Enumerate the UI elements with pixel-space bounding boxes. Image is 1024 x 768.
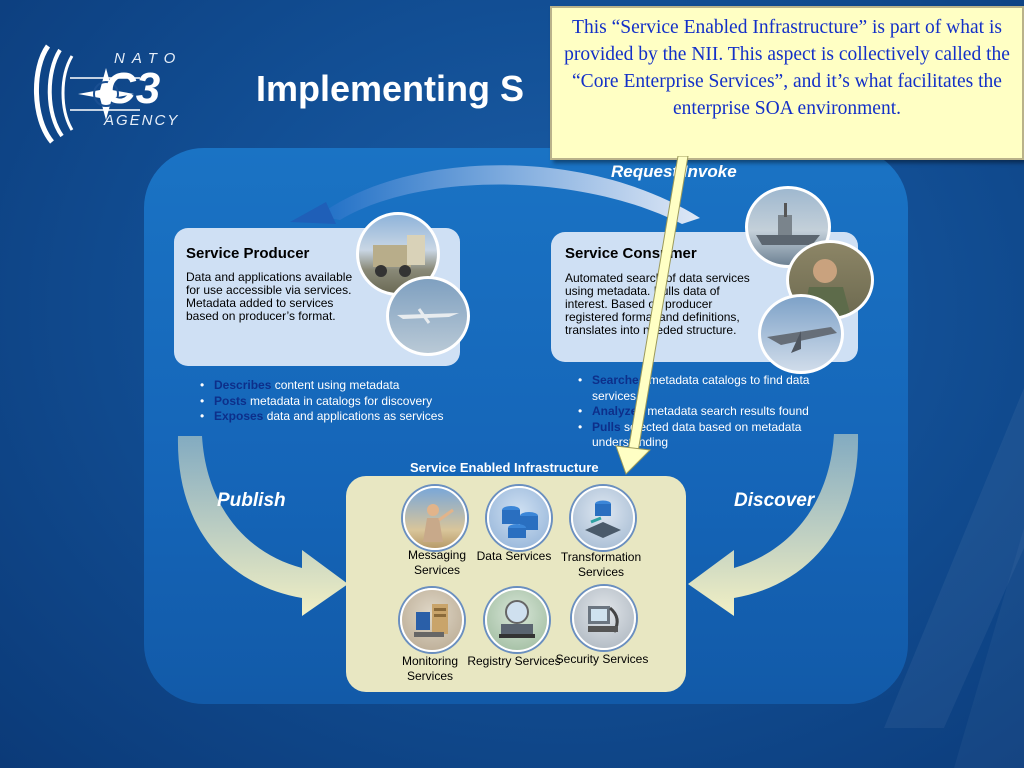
monitoring-services-label: Monitoring Services [401,654,459,683]
producer-bullet-item: Describes content using metadata [200,378,443,394]
transformation-icon [571,486,635,550]
producer-bullet-item: Posts metadata in catalogs for discovery [200,394,443,410]
security-services-label: Security Services [555,652,649,666]
consumer-bullet-item: Analyzes metadata search results found [578,404,828,420]
logo-c3-text: C3 [104,64,161,113]
infrastructure-title: Service Enabled Infrastructure [410,460,599,475]
registry-services-label: Registry Services [467,654,561,668]
callout-text: This “Service Enabled Infrastructure” is… [564,17,1010,119]
logo-agency-bottom-text: AGENCY [104,112,180,129]
producer-uav-photo [386,276,470,356]
nato-c3-agency-logo [33,44,140,144]
database-icon [487,486,551,550]
producer-bullet-item: Exposes data and applications as service… [200,409,443,425]
discover-arrow [688,434,859,616]
messaging-services-label: Messaging Services [407,548,467,577]
logo-agency-top-text: NATO [114,50,183,67]
service-producer-description: Data and applications available for use … [186,270,353,323]
producer-bullet-list: Describes content using metadata Posts m… [200,378,443,425]
consumer-jet-photo [758,294,844,374]
discover-label: Discover [734,490,815,511]
slide-title: Implementing S [256,68,525,109]
registry-icon [485,588,549,652]
request-invoke-label: Request/Invoke [611,162,737,181]
consumer-bullet-list: Searches metadata catalogs to find data … [578,373,828,451]
transformation-services-label: Transformation Services [560,550,642,579]
consumer-ship-photo [745,186,831,268]
data-services-label: Data Services [476,549,552,563]
security-icon [572,586,636,650]
request-invoke-arrow [290,165,700,224]
monitoring-icon [400,588,464,652]
service-producer-title: Service Producer [186,245,310,262]
callout-box: This “Service Enabled Infrastructure” is… [550,6,1024,160]
publish-label: Publish [217,490,286,511]
callout-pointer-arrow [615,156,689,475]
background-watermark [884,388,1024,768]
publish-arrow [177,436,348,616]
messaging-icon [403,486,467,550]
consumer-bullet-item: Searches metadata catalogs to find data … [578,373,828,404]
